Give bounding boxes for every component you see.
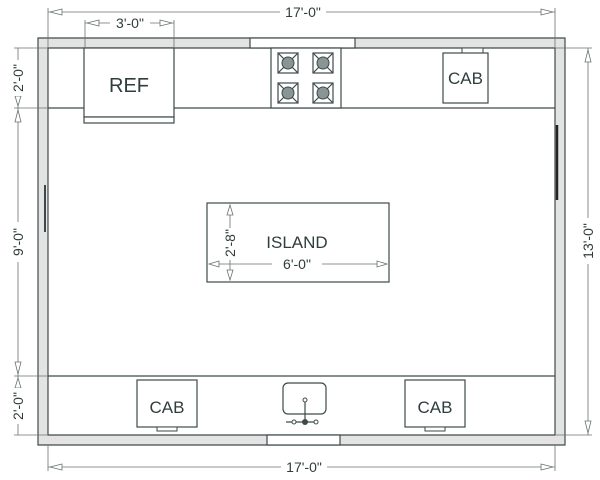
island-label: ISLAND [266, 233, 327, 252]
ref-label: REF [109, 75, 149, 97]
island-length-dim: 6'-0" [283, 256, 311, 272]
cooktop [270, 47, 342, 109]
burner-icon [277, 52, 299, 74]
right-height-dimension: 13'-0" [555, 47, 597, 436]
bottom-left-cabinet: CAB [136, 379, 198, 432]
top-width-dimension: 17'-0" [47, 4, 556, 48]
ref-width-label: 3'-0" [116, 15, 144, 31]
bottom-left-cabinet-label: CAB [150, 398, 185, 417]
top-cabinet-label: CAB [448, 69, 483, 88]
top-window [249, 37, 356, 49]
right-height-label: 13'-0" [580, 223, 596, 259]
left-top-depth-label: 2'-0" [10, 64, 26, 92]
sink-icon [282, 382, 327, 425]
island: ISLAND 2'-8" 6'-0" [206, 202, 390, 283]
bottom-width-dimension: 17'-0" [47, 445, 556, 475]
walls [37, 37, 566, 446]
left-dimensions: 2'-0" 9'-0" 2'-0" [9, 47, 48, 436]
left-middle-label: 9'-0" [10, 228, 26, 256]
refrigerator: REF [83, 47, 175, 124]
burner-icon [312, 52, 334, 74]
bottom-right-cabinet-label: CAB [418, 398, 453, 417]
ref-width-dimension: 3'-0" [84, 15, 175, 48]
bottom-window [266, 434, 341, 446]
bottom-width-label: 17'-0" [286, 459, 322, 475]
burner-icon [277, 82, 299, 104]
top-width-label: 17'-0" [285, 4, 321, 20]
left-bottom-depth-label: 2'-0" [10, 392, 26, 420]
bottom-right-cabinet: CAB [404, 379, 466, 432]
top-cabinet: CAB [442, 47, 489, 104]
burner-icon [312, 82, 334, 104]
island-depth-dim: 2'-8" [222, 229, 238, 257]
